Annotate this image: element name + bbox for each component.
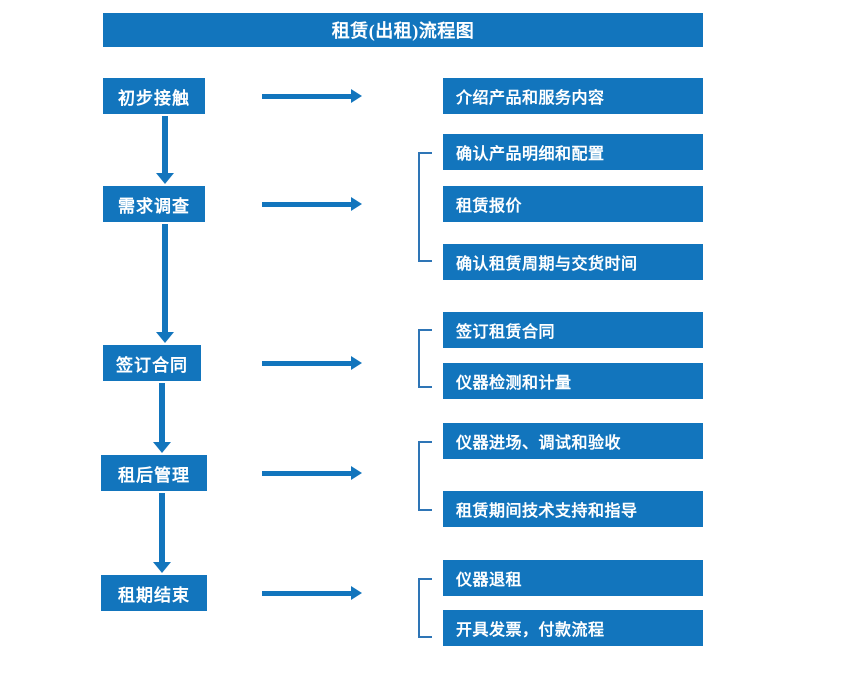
right-arrow-1 bbox=[262, 89, 362, 103]
detail-box-yiqi-tuizu[interactable]: 仪器退租 bbox=[443, 560, 703, 596]
stage-box-chubu-jiechu[interactable]: 初步接触 bbox=[103, 78, 205, 114]
detail-box-zulin-baojia[interactable]: 租赁报价 bbox=[443, 186, 703, 222]
down-arrow-2 bbox=[155, 224, 175, 343]
right-arrow-5 bbox=[262, 586, 362, 600]
detail-box-queren-chanpin-mingxi[interactable]: 确认产品明细和配置 bbox=[443, 134, 703, 170]
detail-box-zulin-qijian-jishu-zhichi[interactable]: 租赁期间技术支持和指导 bbox=[443, 491, 703, 527]
page-title: 租赁(出租)流程图 bbox=[103, 13, 703, 47]
detail-box-qianding-zulin-hetong[interactable]: 签订租赁合同 bbox=[443, 312, 703, 348]
right-arrow-4 bbox=[262, 466, 362, 480]
down-arrow-3 bbox=[152, 383, 172, 453]
right-arrow-3 bbox=[262, 356, 362, 370]
right-arrow-2 bbox=[262, 197, 362, 211]
detail-box-kaiju-fapiao-fukuan[interactable]: 开具发票，付款流程 bbox=[443, 610, 703, 646]
down-arrow-1 bbox=[155, 116, 175, 184]
down-arrow-4 bbox=[152, 493, 172, 573]
group-bracket-2 bbox=[418, 152, 432, 262]
detail-box-queren-zulin-zhouqi[interactable]: 确认租赁周期与交货时间 bbox=[443, 244, 703, 280]
group-bracket-3 bbox=[418, 329, 432, 388]
stage-box-xuqiu-diaocha[interactable]: 需求调查 bbox=[103, 186, 205, 222]
stage-box-zuhou-guanli[interactable]: 租后管理 bbox=[101, 455, 207, 491]
group-bracket-4 bbox=[418, 441, 432, 511]
detail-box-yiqi-jinchang-tiaoshi[interactable]: 仪器进场、调试和验收 bbox=[443, 423, 703, 459]
detail-box-yiqi-jiance-jiliang[interactable]: 仪器检测和计量 bbox=[443, 363, 703, 399]
stage-box-qianding-hetong[interactable]: 签订合同 bbox=[103, 345, 201, 381]
stage-box-zuqi-jieshu[interactable]: 租期结束 bbox=[101, 575, 207, 611]
detail-box-jieshao-chanpin-fuwu[interactable]: 介绍产品和服务内容 bbox=[443, 78, 703, 114]
group-bracket-5 bbox=[418, 578, 432, 638]
